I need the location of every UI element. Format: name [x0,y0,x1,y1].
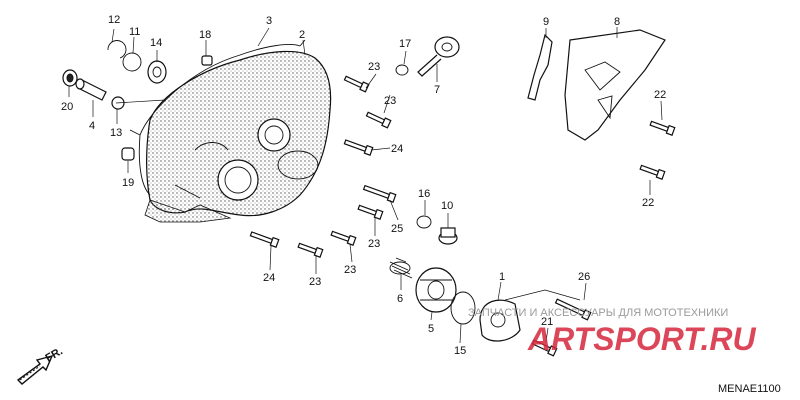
callout-25: 25 [391,223,403,235]
bearing-14 [147,60,167,84]
diagram-code: MENAE1100 [718,383,781,395]
bolt-21 [531,339,558,357]
callout-24: 24 [391,143,403,155]
watermark-logo: ARTSPORT.RU [527,321,756,357]
drain-plug-10 [438,227,458,245]
callout-23: 23 [384,95,396,107]
leader-lines [68,27,663,344]
callout-13: 13 [110,127,122,139]
callouts: 12 11 14 20 4 13 19 18 3 2 23 23 24 25 2… [61,14,666,357]
callout-4: 4 [89,120,95,132]
callout-1: 1 [499,271,505,283]
callout-10: 10 [441,200,453,212]
callout-24: 24 [263,272,275,284]
callout-12: 12 [108,14,120,26]
watermark-text: ЗАПЧАСТИ И АКСЕССУАРЫ ДЛЯ МОТОТЕХНИКИ [468,307,728,319]
callout-22: 22 [642,197,654,209]
callout-8: 8 [614,16,620,28]
callout-5: 5 [428,323,434,335]
left-crankcase-cover [144,50,332,223]
callout-26: 26 [578,271,590,283]
oil-filler-cap [395,36,460,77]
cover-bolts [249,75,397,258]
callout-16: 16 [418,188,430,200]
callout-23: 23 [368,238,380,250]
callout-21: 21 [541,316,553,328]
callout-20: 20 [61,101,73,113]
oil-filter-5 [415,267,457,313]
dowel-pin-18 [201,55,213,66]
callout-11: 11 [129,26,140,38]
spring-6 [389,257,413,279]
callout-23: 23 [368,61,380,73]
cover-gasket [138,44,301,196]
callout-9: 9 [543,16,549,28]
gasket-edge [129,39,306,136]
callout-17: 17 [399,38,411,50]
callout-22: 22 [654,89,666,101]
guard-bolts [639,120,676,180]
dowel-pin-19 [121,147,135,161]
o-ring-15 [450,291,476,325]
callout-7: 7 [434,84,440,96]
circlip-12 [107,40,127,59]
bracket-9 [527,33,553,101]
bolt-26 [554,298,592,321]
callout-2: 2 [299,29,305,41]
callout-19: 19 [122,177,134,189]
oil-seal-20 [62,69,78,87]
filter-cover-1 [479,299,521,342]
shaft-4 [75,78,107,101]
callout-6: 6 [397,293,403,305]
callout-23: 23 [344,264,356,276]
callout-3: 3 [266,15,272,27]
callout-23: 23 [309,276,321,288]
callout-15: 15 [454,345,466,357]
front-direction-arrow: FR. [16,345,65,385]
callout-18: 18 [199,29,211,41]
gasket-16 [416,215,432,229]
sprocket-guard-8 [564,29,666,141]
watermark: ЗАПЧАСТИ И АКСЕССУАРЫ ДЛЯ МОТОТЕХНИКИ AR… [468,307,756,357]
direction-label: FR. [44,345,65,364]
callout-14: 14 [150,37,162,49]
o-ring-11 [122,52,142,72]
